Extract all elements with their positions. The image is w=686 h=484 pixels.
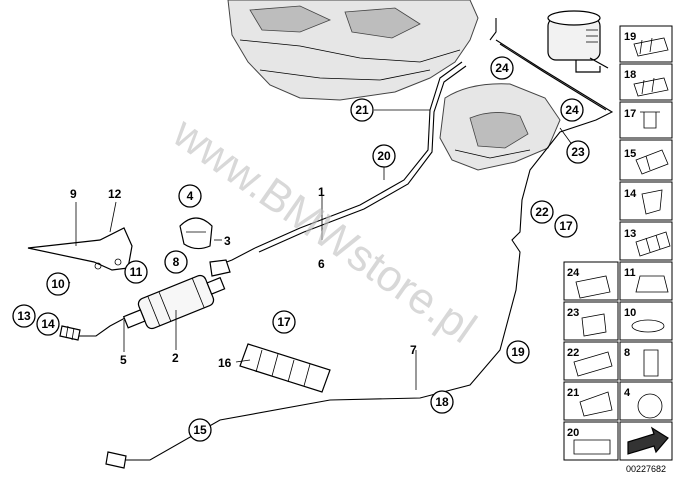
label-1: 1 — [318, 185, 325, 199]
part-15-sketch — [635, 149, 669, 175]
part-21-sketch — [579, 391, 613, 417]
label-9: 9 — [70, 187, 77, 201]
pipe-holder-16 — [239, 343, 331, 393]
panel-num-17: 17 — [624, 108, 636, 120]
svg-text:8: 8 — [173, 255, 180, 269]
part-20-sketch — [573, 439, 611, 455]
svg-text:14: 14 — [41, 317, 55, 331]
reference-number: 00227682 — [626, 464, 666, 474]
callout-18: 18 — [430, 390, 454, 414]
label-16: 16 — [218, 356, 232, 370]
panel-num-24: 24 — [567, 267, 580, 279]
label-2: 2 — [172, 351, 179, 365]
svg-text:22: 22 — [535, 205, 549, 219]
callout-24-top: 24 — [490, 56, 514, 80]
callout-14: 14 — [36, 312, 60, 336]
part-13-sketch — [635, 231, 671, 257]
panel-num-14: 14 — [624, 188, 637, 200]
plain-number-labels: 1 6 3 9 12 2 5 16 7 — [70, 185, 417, 370]
part-14-sketch — [641, 189, 663, 215]
arrow-icon — [627, 426, 669, 455]
part-10-sketch — [631, 319, 665, 333]
svg-text:13: 13 — [17, 309, 31, 323]
callout-10: 10 — [46, 272, 70, 296]
svg-text:24: 24 — [565, 103, 579, 117]
carbon-canister — [547, 10, 609, 73]
part-17-sketch — [640, 111, 660, 129]
fuel-lines — [78, 18, 614, 461]
part-22-sketch — [573, 351, 613, 377]
pipe-clamp — [179, 217, 231, 277]
callout-22: 22 — [530, 200, 554, 224]
svg-text:17: 17 — [559, 219, 573, 233]
part-18-sketch — [633, 77, 669, 97]
fuel-filter — [122, 274, 226, 330]
svg-text:24: 24 — [495, 61, 509, 75]
panel-num-18: 18 — [624, 69, 636, 81]
callout-15: 15 — [188, 418, 212, 442]
callout-4: 4 — [178, 184, 202, 208]
svg-text:11: 11 — [130, 265, 143, 279]
label-7: 7 — [410, 343, 417, 357]
panel-num-8: 8 — [624, 347, 630, 359]
callout-21: 21 — [350, 98, 374, 122]
callout-13: 13 — [12, 304, 36, 328]
callout-17-holder: 17 — [272, 310, 296, 334]
svg-text:17: 17 — [277, 315, 291, 329]
callout-20: 20 — [372, 144, 396, 168]
panel-num-20: 20 — [567, 427, 579, 439]
part-8-sketch — [643, 349, 659, 377]
svg-text:23: 23 — [571, 145, 585, 159]
panel-num-11: 11 — [624, 267, 636, 279]
part-4-sketch — [637, 393, 663, 419]
svg-text:21: 21 — [355, 103, 369, 117]
callout-17-right: 17 — [554, 214, 578, 238]
panel-num-13: 13 — [624, 228, 636, 240]
label-3: 3 — [224, 234, 231, 248]
connector-13 — [59, 325, 81, 341]
panel-num-23: 23 — [567, 307, 579, 319]
callout-23: 23 — [566, 140, 590, 164]
parts-panel: 19 18 17 15 14 13 24 11 23 10 22 8 21 4 … — [563, 25, 673, 474]
panel-num-10: 10 — [624, 307, 636, 319]
circled-callouts: 21 24 24 20 23 22 17 4 8 11 10 13 14 17 … — [12, 56, 590, 442]
callout-11: 11 — [124, 260, 148, 284]
panel-num-22: 22 — [567, 347, 579, 359]
callout-24-right: 24 — [560, 98, 584, 122]
part-23-sketch — [581, 313, 607, 337]
callout-19: 19 — [506, 340, 530, 364]
panel-num-21: 21 — [567, 387, 579, 399]
part-24-sketch — [575, 275, 611, 299]
svg-text:19: 19 — [511, 345, 525, 359]
svg-text:15: 15 — [193, 423, 207, 437]
label-5: 5 — [120, 353, 127, 367]
part-11-sketch — [635, 275, 669, 293]
panel-num-19: 19 — [624, 31, 636, 43]
line-end-fitting — [105, 451, 127, 469]
label-12: 12 — [108, 187, 122, 201]
svg-text:18: 18 — [435, 395, 449, 409]
svg-text:10: 10 — [51, 277, 65, 291]
callout-8: 8 — [164, 250, 188, 274]
svg-text:4: 4 — [187, 189, 194, 203]
label-6: 6 — [318, 257, 325, 271]
panel-num-15: 15 — [624, 148, 636, 160]
part-19-sketch — [633, 37, 669, 57]
fuel-tank — [227, 0, 561, 171]
filter-bracket — [27, 227, 133, 271]
panel-num-4: 4 — [624, 387, 631, 399]
svg-text:20: 20 — [377, 149, 391, 163]
